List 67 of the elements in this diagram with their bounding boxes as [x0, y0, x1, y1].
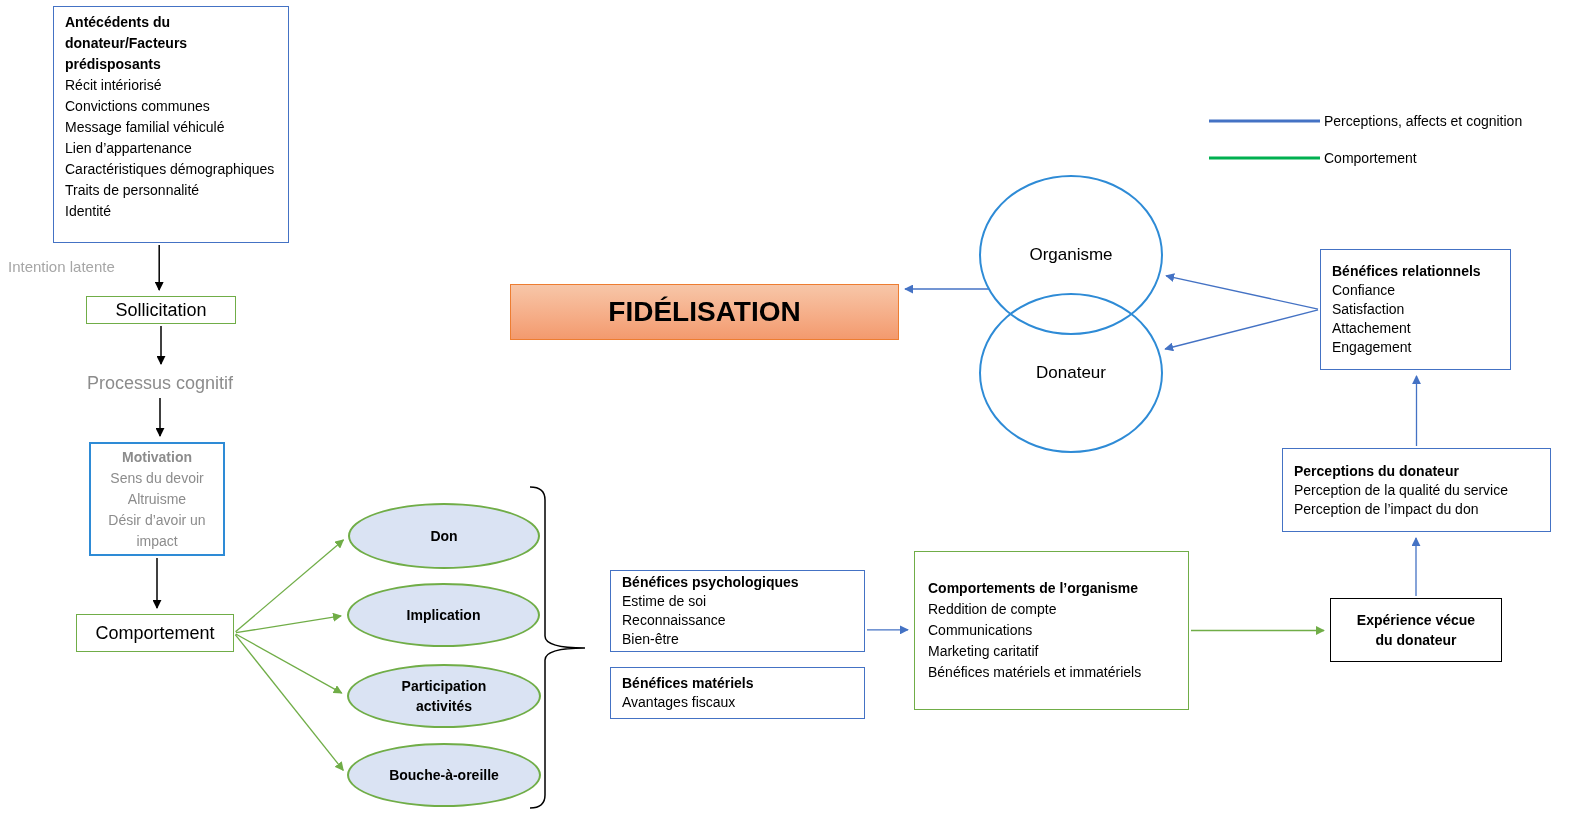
ellipse-node: Bouche-à-oreille	[347, 743, 541, 807]
flow-text: Processus cognitif	[70, 370, 250, 396]
list-item: Engagement	[1332, 339, 1412, 355]
arrow	[156, 325, 166, 365]
flow-label: Intention latente	[8, 257, 115, 277]
list-item: Message familial véhiculé	[65, 119, 225, 135]
list-item: Reddition de compte	[928, 601, 1057, 617]
process-box: Sollicitation	[86, 296, 236, 324]
list-item: Convictions communes	[65, 98, 210, 114]
legend-label: Perceptions, affects et cognition	[1324, 112, 1523, 131]
arrow	[155, 397, 165, 437]
list-item: Récit intériorisé	[65, 77, 162, 93]
text-box	[89, 442, 225, 556]
list-item: Satisfaction	[1332, 301, 1405, 317]
process-box: Comportement	[76, 614, 234, 652]
list-item: Reconnaissance	[622, 612, 726, 628]
arrow	[1411, 537, 1421, 597]
ellipse-node: Don	[348, 503, 540, 569]
arrow	[234, 539, 345, 633]
list-item: Traits de personnalité	[65, 182, 200, 198]
box-heading: Bénéfices matériels	[622, 675, 754, 691]
list-item: Altruisme	[127, 490, 187, 507]
list-item: Bien-être	[622, 631, 679, 647]
box-heading: Motivation	[122, 448, 192, 465]
list-item: Identité	[65, 203, 111, 219]
arrow	[866, 625, 909, 635]
list-item: Marketing caritatif	[928, 643, 1039, 659]
ellipse-node: Donateur	[979, 293, 1163, 453]
arrow	[1165, 273, 1319, 310]
box-heading: Antécédents du donateur/Facteurs prédisposants	[65, 14, 188, 72]
list-item: Bénéfices matériels et immatériels	[928, 664, 1142, 680]
list-item: Estime de soi	[622, 593, 707, 609]
text-box	[53, 6, 289, 243]
text-box	[914, 551, 1189, 710]
process-box: Expérience vécue du donateur	[1330, 598, 1502, 662]
list-item: Confiance	[1332, 282, 1396, 298]
arrow	[1190, 626, 1325, 635]
box-heading: Bénéfices psychologiques	[622, 574, 799, 590]
arrow	[1164, 309, 1319, 352]
box-heading: Perceptions du donateur	[1294, 462, 1459, 479]
ellipse-node: Participation activités	[347, 664, 541, 728]
arrow	[235, 612, 342, 634]
list-item: Avantages fiscaux	[622, 694, 736, 710]
list-item: Lien d’appartenance	[65, 140, 192, 156]
title-banner: FIDÉLISATION	[510, 284, 899, 340]
legend-label: Comportement	[1324, 149, 1417, 168]
arrow	[235, 633, 343, 694]
arrow	[234, 633, 344, 771]
text-box	[1282, 448, 1551, 532]
arrow	[1412, 375, 1421, 447]
list-item: Perception de l’impact du don	[1294, 500, 1479, 517]
arrow	[152, 557, 162, 609]
text-box	[610, 667, 865, 719]
list-item: Perception de la qualité du service	[1294, 481, 1509, 498]
ellipse-node: Organisme	[979, 175, 1163, 335]
list-item: Sens du devoir	[110, 469, 204, 486]
list-item: Communications	[928, 622, 1033, 638]
text-box	[1320, 249, 1511, 370]
box-heading: Bénéfices relationnels	[1332, 263, 1481, 279]
arrow	[154, 244, 164, 291]
list-item: Caractéristiques démographiques	[65, 161, 275, 177]
list-item: Désir d’avoir un impact	[108, 511, 206, 549]
box-heading: Comportements de l’organisme	[928, 580, 1139, 596]
ellipse-node: Implication	[347, 583, 540, 647]
list-item: Attachement	[1332, 320, 1411, 336]
arrow	[904, 284, 990, 294]
text-box	[610, 570, 865, 652]
